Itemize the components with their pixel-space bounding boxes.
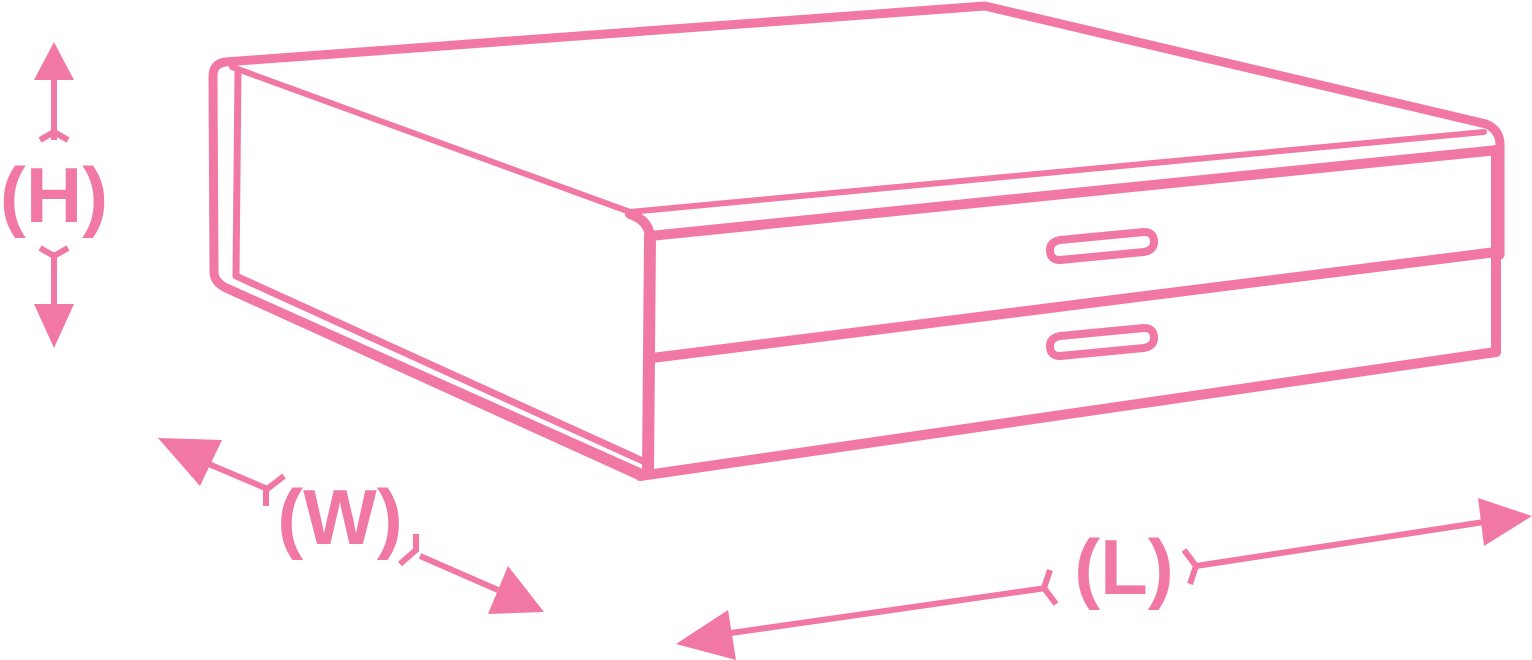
height-label: (H) <box>0 151 108 239</box>
length-arrow-right-head-icon <box>1478 498 1532 546</box>
width-arrow-right-shaft <box>418 553 500 593</box>
box-lid-inner-edge <box>229 64 1487 215</box>
width-arrow-left-head-icon <box>158 438 222 486</box>
drawer-divider <box>647 247 1501 363</box>
width-arrow-right-tail <box>398 534 419 567</box>
box-illustration <box>208 1 1505 481</box>
height-arrow-top-tail <box>38 128 70 143</box>
drawer-handle-upper <box>1046 228 1158 264</box>
width-label: (W) <box>277 473 403 561</box>
length-dimension <box>676 498 1532 660</box>
width-arrow-left-tail <box>263 473 286 506</box>
width-arrow-left-shaft <box>202 459 272 493</box>
height-arrow-bottom-head-icon <box>34 304 74 348</box>
drawer-handle-lower <box>1046 324 1158 360</box>
length-arrow-right-shaft <box>1195 519 1485 569</box>
box-front-top-edge <box>625 145 1503 241</box>
box-lid-top-outline <box>220 1 1505 260</box>
height-dimension <box>34 42 74 348</box>
length-arrow-left-head-icon <box>676 610 736 660</box>
width-dimension <box>158 438 544 614</box>
length-arrow-left-tail <box>1040 569 1059 606</box>
length-label: (L) <box>1074 523 1174 611</box>
height-arrow-top-head-icon <box>34 42 74 80</box>
length-arrow-left-shaft <box>723 585 1047 637</box>
box-left-inner-edge <box>232 66 649 466</box>
length-arrow-right-tail <box>1181 548 1200 585</box>
box-left-bottom-line <box>226 284 642 472</box>
width-arrow-right-head-icon <box>488 566 544 614</box>
box-front-bottom-edge <box>635 347 1501 481</box>
box-left-outer-edge <box>208 57 645 481</box>
